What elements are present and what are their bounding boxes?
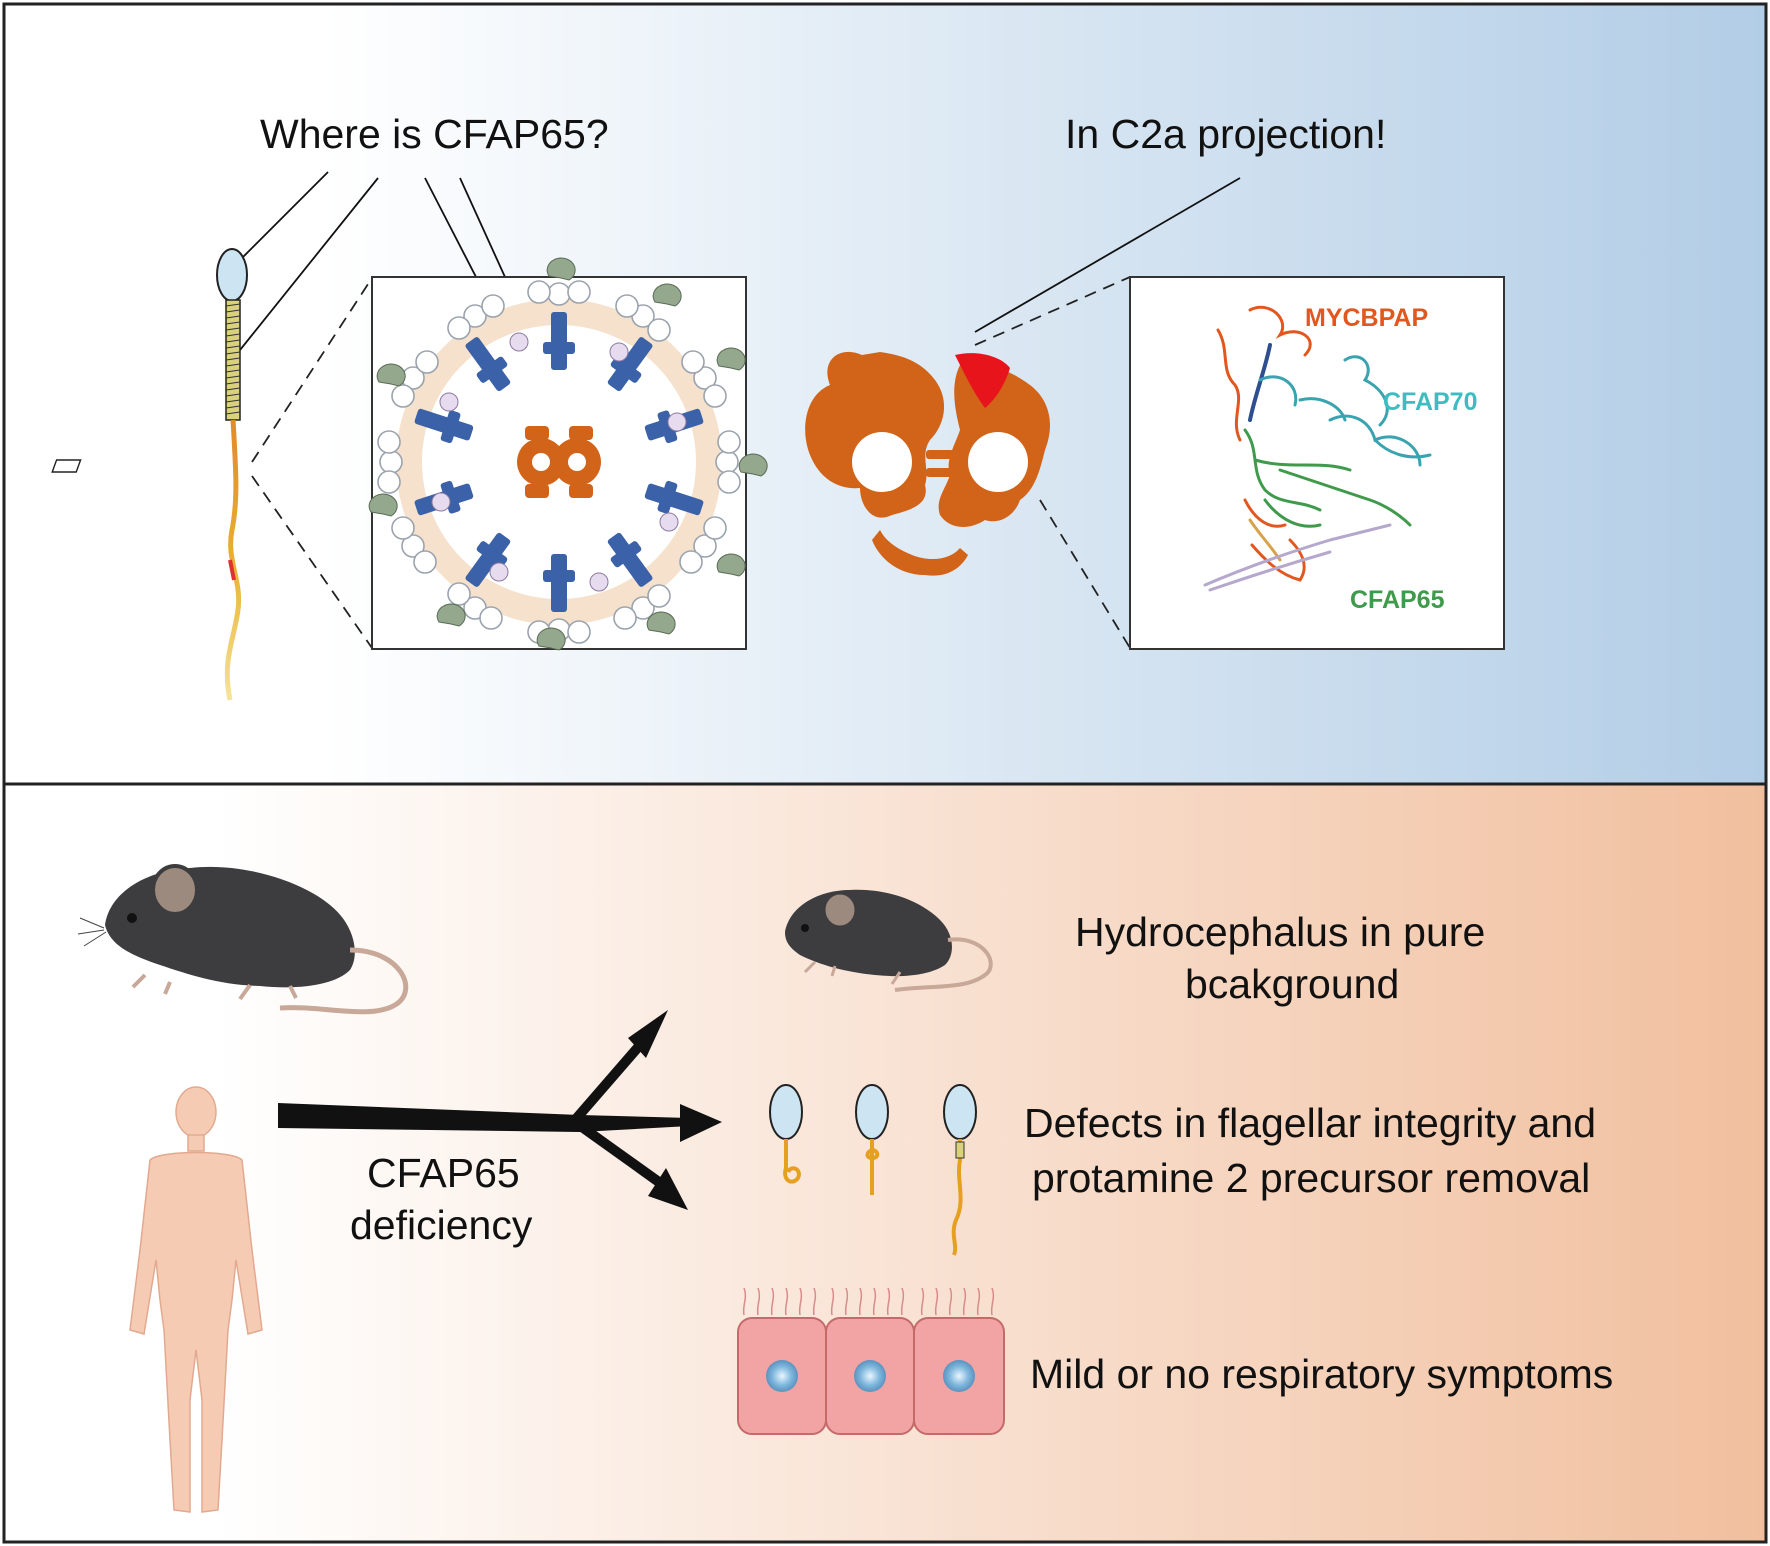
zoom-lines-left bbox=[251, 277, 373, 649]
protein-structure-icon bbox=[1203, 305, 1432, 592]
answer-pointer-line bbox=[974, 177, 1241, 333]
outcome-sperm-line2: protamine 2 precursor removal bbox=[1032, 1155, 1590, 1201]
answer-label: In C2a projection! bbox=[1065, 111, 1386, 157]
mouse-small-icon bbox=[785, 889, 993, 992]
question-label: Where is CFAP65? bbox=[260, 111, 609, 157]
outcome-hydrocephalus-line2: bcakground bbox=[1185, 961, 1399, 1007]
mouse-icon bbox=[77, 864, 409, 1015]
epithelial-cells-icon bbox=[737, 1287, 1005, 1435]
axoneme-cross-section-icon bbox=[368, 257, 768, 651]
sperm-icon bbox=[51, 248, 248, 701]
c2a-projection-icon bbox=[955, 353, 1010, 408]
human-body-icon bbox=[129, 1086, 263, 1513]
cfap70-label: CFAP70 bbox=[1383, 388, 1477, 416]
cause-line1: CFAP65 bbox=[367, 1150, 520, 1196]
protein-structure-box bbox=[1129, 276, 1505, 650]
outcome-respiratory: Mild or no respiratory symptoms bbox=[1030, 1351, 1613, 1397]
cause-line2: deficiency bbox=[350, 1202, 533, 1248]
mycbpap-label: MYCBPAP bbox=[1305, 304, 1428, 332]
zoom-lines-right bbox=[974, 276, 1131, 649]
central-pair-holes bbox=[852, 432, 1028, 492]
cfap65-label: CFAP65 bbox=[1350, 586, 1445, 614]
outcome-sperm-line1: Defects in flagellar integrity and bbox=[1024, 1100, 1596, 1146]
outcome-hydrocephalus-line1: Hydrocephalus in pure bbox=[1075, 909, 1485, 955]
defective-sperm-icons bbox=[769, 1084, 977, 1256]
branching-arrow-icon bbox=[278, 1010, 722, 1210]
